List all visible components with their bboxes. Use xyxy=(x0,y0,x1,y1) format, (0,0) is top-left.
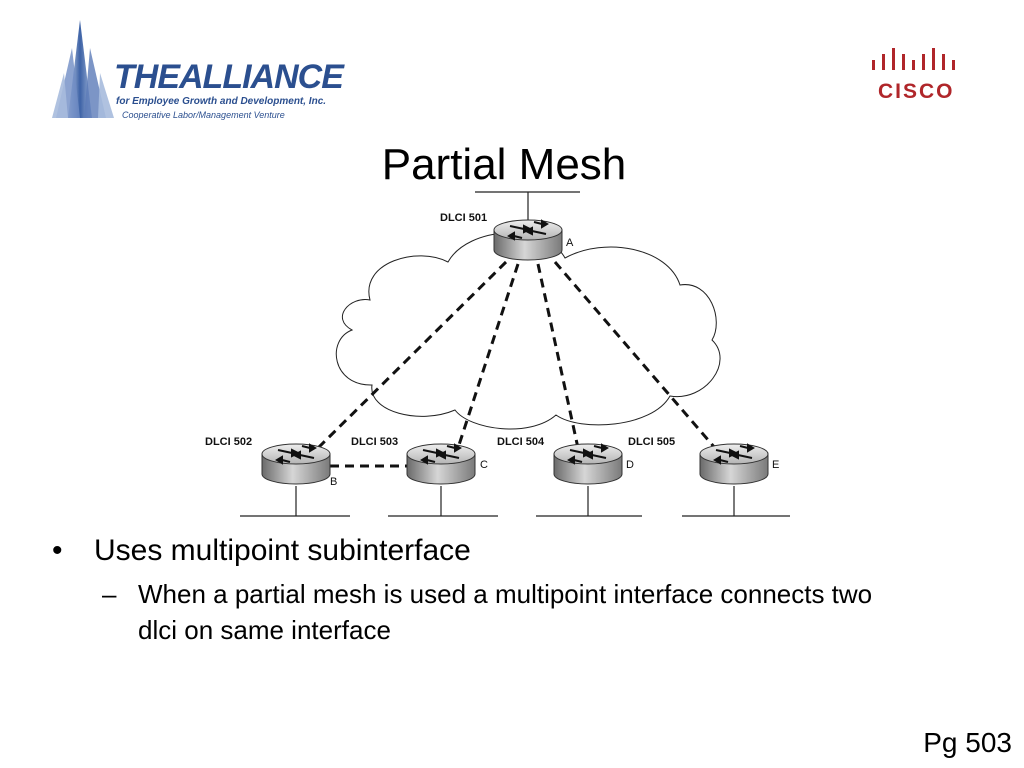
dlci-505-label: DLCI 505 xyxy=(628,436,675,448)
router-a-label: A xyxy=(566,237,574,249)
dlci-504-label: DLCI 504 xyxy=(497,436,545,448)
sub-bullet-dash: – xyxy=(102,579,117,609)
router-c-label: C xyxy=(480,459,488,471)
alliance-wordmark: THEALLIANCE xyxy=(114,58,344,96)
bullet-text: Uses multipoint subinterface xyxy=(94,534,471,567)
pvc-a-d xyxy=(536,263,580,449)
router-c-icon xyxy=(406,443,476,485)
pvc-a-e xyxy=(553,261,717,449)
page-number: Pg 503 xyxy=(923,727,1012,758)
router-b-icon xyxy=(261,443,331,485)
router-e-label: E xyxy=(772,459,779,471)
alliance-tagline: for Employee Growth and Development, Inc… xyxy=(116,96,327,107)
router-a-icon xyxy=(493,219,563,261)
dlci-502-label: DLCI 502 xyxy=(205,436,252,448)
router-d-label: D xyxy=(626,459,634,471)
lan-segments xyxy=(240,191,790,517)
sub-bullet-text: When a partial mesh is used a multipoint… xyxy=(138,579,873,645)
cisco-bars-icon xyxy=(872,48,955,70)
alliance-logo: THEALLIANCE for Employee Growth and Deve… xyxy=(50,18,344,126)
bullet-list: • Uses multipoint subinterface – When a … xyxy=(52,530,972,648)
dlci-503-label: DLCI 503 xyxy=(351,436,398,448)
pvc-a-c xyxy=(456,263,520,449)
pvc-links xyxy=(316,260,717,468)
bullet-dot: • xyxy=(52,534,63,567)
alliance-spire-icon xyxy=(52,20,114,118)
dlci-501-label: DLCI 501 xyxy=(440,212,487,224)
router-d-icon xyxy=(553,443,623,485)
slide-title: Partial Mesh xyxy=(381,140,627,189)
router-b-label: B xyxy=(330,476,337,488)
router-e-icon xyxy=(699,443,769,485)
bullet-item: • Uses multipoint subinterface xyxy=(52,530,972,572)
alliance-subtagline: Cooperative Labor/Management Venture xyxy=(122,110,285,120)
frame-relay-cloud xyxy=(335,232,721,430)
sub-bullet-item: – When a partial mesh is used a multipoi… xyxy=(102,576,972,648)
cisco-wordmark: CISCO xyxy=(878,80,955,103)
cisco-logo: CISCO xyxy=(868,44,960,104)
